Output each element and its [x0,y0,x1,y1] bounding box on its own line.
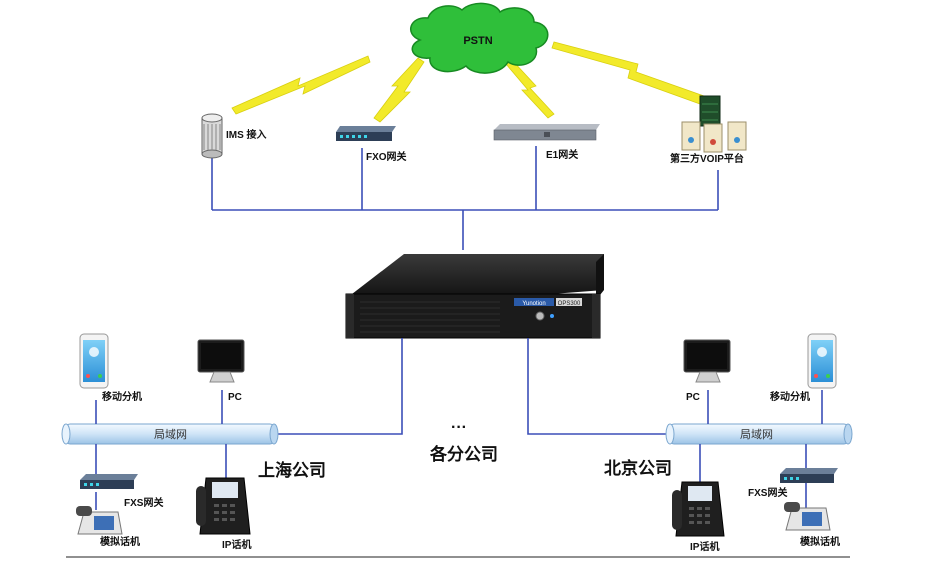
right-fxs-gateway-icon [780,468,838,483]
left-device-lines [95,390,227,510]
lightning-to-voip-icon [551,41,705,105]
right-analog-label: 模拟话机 [800,535,840,548]
lightning-to-e1-icon [505,59,555,119]
right-analog-phone-icon [784,502,831,531]
lightning-to-fxo-icon [373,57,425,123]
voip-platform-device [681,95,747,153]
left-mobile-label: 移动分机 [102,390,142,403]
left-analog-phone-icon [76,506,123,535]
left-ip-phone-icon [196,477,251,535]
left-analog-label: 模拟话机 [100,535,140,548]
left-ip-phone-label: IP话机 [222,538,251,551]
top-bus-lines [211,146,719,250]
left-fxs-gateway-icon [80,474,138,489]
left-fxs-label: FXS网关 [124,496,163,509]
voip-label: 第三方VOIP平台 [670,152,744,165]
left-lan-label: 局域网 [154,428,187,441]
left-site-title: 上海公司 [258,460,326,480]
ims-label: IMS 接入 [226,128,267,141]
right-device-lines [699,390,823,508]
right-pc-icon [683,339,731,383]
e1-gateway-device [493,124,600,141]
server-brand-label: Yunotion [522,301,545,307]
fxo-gateway-device [336,126,396,141]
lightning-to-ims-icon [231,55,371,115]
pstn-label: PSTN [463,35,492,47]
branch-lines [274,338,670,435]
pstn-links [231,41,705,123]
right-fxs-label: FXS网关 [748,486,787,499]
left-pc-label: PC [228,392,242,403]
ims-device [201,113,223,159]
e1-label: E1网关 [546,148,578,161]
server-model-label: OPS300 [558,301,581,307]
right-ip-phone-label: IP话机 [690,540,719,553]
left-mobile-icon [79,333,109,389]
right-pc-label: PC [686,392,700,403]
right-mobile-label: 移动分机 [770,390,810,403]
right-lan-label: 局域网 [740,428,773,441]
center-title: 各分公司 [429,444,498,464]
right-mobile-icon [807,333,837,389]
ippbx-server: Yunotion OPS300 [345,254,604,339]
right-site-title: 北京公司 [604,458,672,478]
pstn-cloud: PSTN [410,2,549,74]
right-ip-phone-icon [672,481,725,537]
center-dots: ··· [451,419,467,436]
left-lan-pipe [61,423,279,445]
fxo-label: FXO网关 [366,150,407,163]
left-pc-icon [197,339,245,383]
right-lan-pipe [665,423,853,445]
